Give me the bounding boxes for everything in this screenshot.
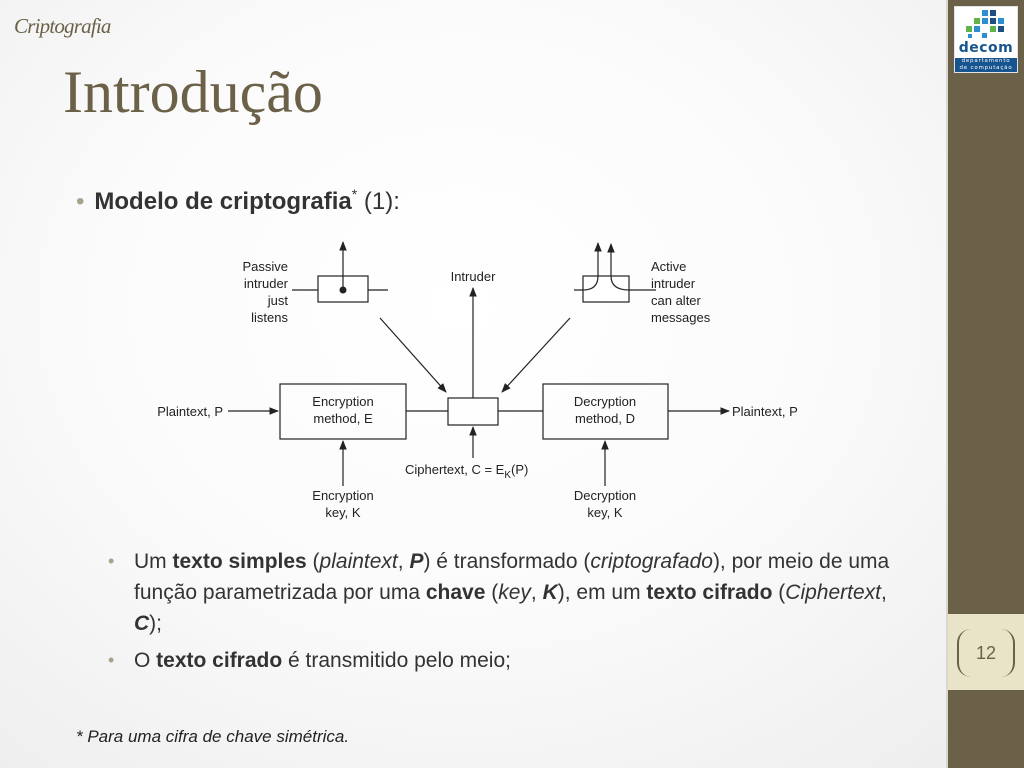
bold-italic-run: K	[542, 581, 558, 604]
text-run: é transmitido pelo meio;	[282, 649, 511, 672]
text-run: Um	[134, 550, 173, 573]
passive-to-channel-arrow	[379, 317, 447, 393]
decryption-method-line-1: Decryption	[574, 394, 636, 409]
ciphertext-pre: Ciphertext, C = E	[405, 462, 505, 477]
text-run: ), por meio de uma função parametrizada …	[134, 550, 890, 604]
passive-intruder-label: Passive intruder just listens	[242, 259, 288, 325]
ciphertext-sub: K	[504, 470, 511, 481]
bold-italic-run: C	[134, 612, 150, 635]
sub-bullet-dot-icon: •	[108, 650, 115, 670]
sub-bullet-list: •Um texto simples (plaintext, P) é trans…	[108, 546, 898, 682]
encryption-key-line-2: key, K	[325, 505, 360, 520]
slide-subject: Criptografia	[14, 14, 111, 38]
passive-line-1: Passive	[242, 259, 288, 274]
slide-number-band	[948, 614, 1024, 690]
italic-run: criptografado	[590, 550, 713, 573]
text-run: ,	[881, 581, 887, 604]
encryption-key-line-1: Encryption	[312, 488, 373, 503]
active-line-3: can alter	[651, 293, 702, 308]
footnote: * Para uma cifra de chave simétrica.	[76, 727, 350, 746]
ciphertext-label: Ciphertext, C = EK(P)	[405, 462, 528, 481]
bullet-dot-icon: •	[76, 188, 85, 215]
italic-run: Ciphertext	[785, 581, 881, 604]
crypto-model-diagram: Passive intruder just listens Intruder A…	[157, 241, 798, 520]
decom-logo: decom departamento de computação	[954, 6, 1018, 73]
bold-run: texto cifrado	[646, 581, 773, 604]
sub-bullet-2: • O texto cifrado é transmitido pelo meio…	[108, 645, 898, 676]
active-line-2: intruder	[651, 276, 696, 291]
passive-line-3: just	[267, 293, 289, 308]
text-run: (	[485, 581, 499, 604]
main-bullet: • Modelo de criptografia* (1):	[76, 186, 400, 216]
text-run: (	[306, 550, 320, 573]
intruder-label: Intruder	[451, 269, 496, 284]
bold-italic-run: P	[409, 550, 424, 573]
text-run: ), em um	[557, 581, 647, 604]
bold-run: texto simples	[172, 550, 307, 573]
active-intruder-label: Active intruder can alter messages	[651, 259, 711, 325]
sidebar-divider	[946, 0, 948, 768]
italic-run: key	[498, 581, 531, 604]
decryption-key-line-1: Decryption	[574, 488, 636, 503]
passive-line-4: listens	[251, 310, 288, 325]
logo-word: decom	[958, 40, 1014, 56]
bold-run: texto cifrado	[156, 649, 283, 672]
text-run: ,	[530, 581, 543, 604]
active-to-channel-arrow	[501, 317, 571, 393]
text-run: (	[772, 581, 786, 604]
text-run: ) é transformado (	[423, 550, 591, 573]
sub-bullet-dot-icon: •	[108, 551, 115, 571]
ciphertext-box	[447, 397, 499, 426]
sub-bullet-1: •Um texto simples (plaintext, P) é trans…	[108, 546, 898, 639]
logo-subtitle-1: departamento	[955, 58, 1017, 65]
plaintext-in-label: Plaintext, P	[157, 404, 223, 419]
bullet-rest: (1):	[357, 188, 400, 215]
decryption-method-line-2: method, D	[575, 411, 635, 426]
active-in-arrow	[607, 243, 630, 291]
tap-point-icon	[339, 286, 347, 294]
text-run: O	[134, 649, 157, 672]
decryption-key-line-2: key, K	[587, 505, 622, 520]
italic-run: plaintext	[319, 550, 398, 573]
text-run: ,	[397, 550, 410, 573]
encryption-method-line-2: method, E	[313, 411, 373, 426]
logo-subtitle-2: de computação	[955, 65, 1017, 72]
slide-title: Introdução	[63, 59, 323, 125]
plaintext-out-label: Plaintext, P	[732, 404, 798, 419]
bold-run: chave	[425, 581, 486, 604]
slide-number: 12	[975, 643, 997, 663]
bullet-bold: Modelo de criptografia	[94, 188, 352, 215]
passive-line-2: intruder	[244, 276, 289, 291]
bullet-asterisk: *	[351, 186, 358, 202]
text-run: );	[149, 612, 162, 635]
encryption-method-line-1: Encryption	[312, 394, 373, 409]
ciphertext-post: (P)	[511, 462, 528, 477]
decom-logo-icon	[966, 10, 1004, 38]
active-line-4: messages	[651, 310, 711, 325]
active-out-arrow	[582, 242, 602, 291]
active-line-1: Active	[651, 259, 686, 274]
slide-number-frame: 12	[957, 629, 1015, 677]
